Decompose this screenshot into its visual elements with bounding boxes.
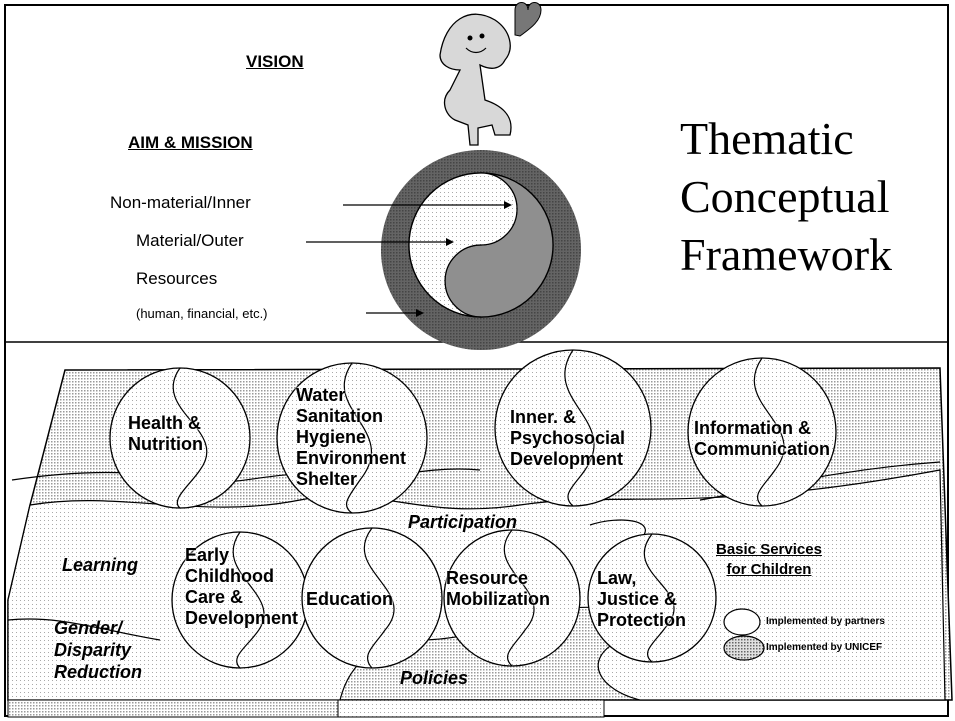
page-title: Thematic Conceptual Framework xyxy=(680,110,892,284)
legend-unicef-label: Implemented by UNICEF xyxy=(766,642,883,653)
information-label: Information &Communication xyxy=(694,418,831,459)
water-circle xyxy=(276,362,428,514)
legend-unicef-swatch xyxy=(723,635,765,661)
resources-label: Resources xyxy=(136,269,218,288)
non-material-label: Non-material/Inner xyxy=(110,193,251,212)
resource-circle xyxy=(443,529,581,667)
legend-partners-swatch xyxy=(723,608,761,636)
information-circle xyxy=(687,357,837,507)
education-label: Education xyxy=(306,589,394,609)
title-line-3: Framework xyxy=(680,229,893,280)
law-label: Law,Justice &Protection xyxy=(597,568,687,630)
learning-label: Learning xyxy=(62,555,139,575)
ecd-circle xyxy=(171,531,309,669)
health-label: Health &Nutrition xyxy=(128,413,203,454)
aim-mission-label: AIM & MISSION xyxy=(128,133,253,152)
health-circle xyxy=(109,367,251,509)
participation-label: Participation xyxy=(408,512,518,532)
law-circle xyxy=(587,533,717,663)
policies-label: Policies xyxy=(400,668,469,688)
material-label: Material/Outer xyxy=(136,231,244,250)
resources-note: (human, financial, etc.) xyxy=(136,306,268,321)
figure-icon xyxy=(439,2,542,146)
legend-partners-label: Implemented by partners xyxy=(766,616,885,627)
inner-circle xyxy=(494,349,652,507)
title-line-1: Thematic xyxy=(680,113,854,164)
globe xyxy=(381,150,581,350)
education-circle xyxy=(301,527,443,669)
title-line-2: Conceptual xyxy=(680,171,890,222)
vision-label: VISION xyxy=(246,52,304,71)
